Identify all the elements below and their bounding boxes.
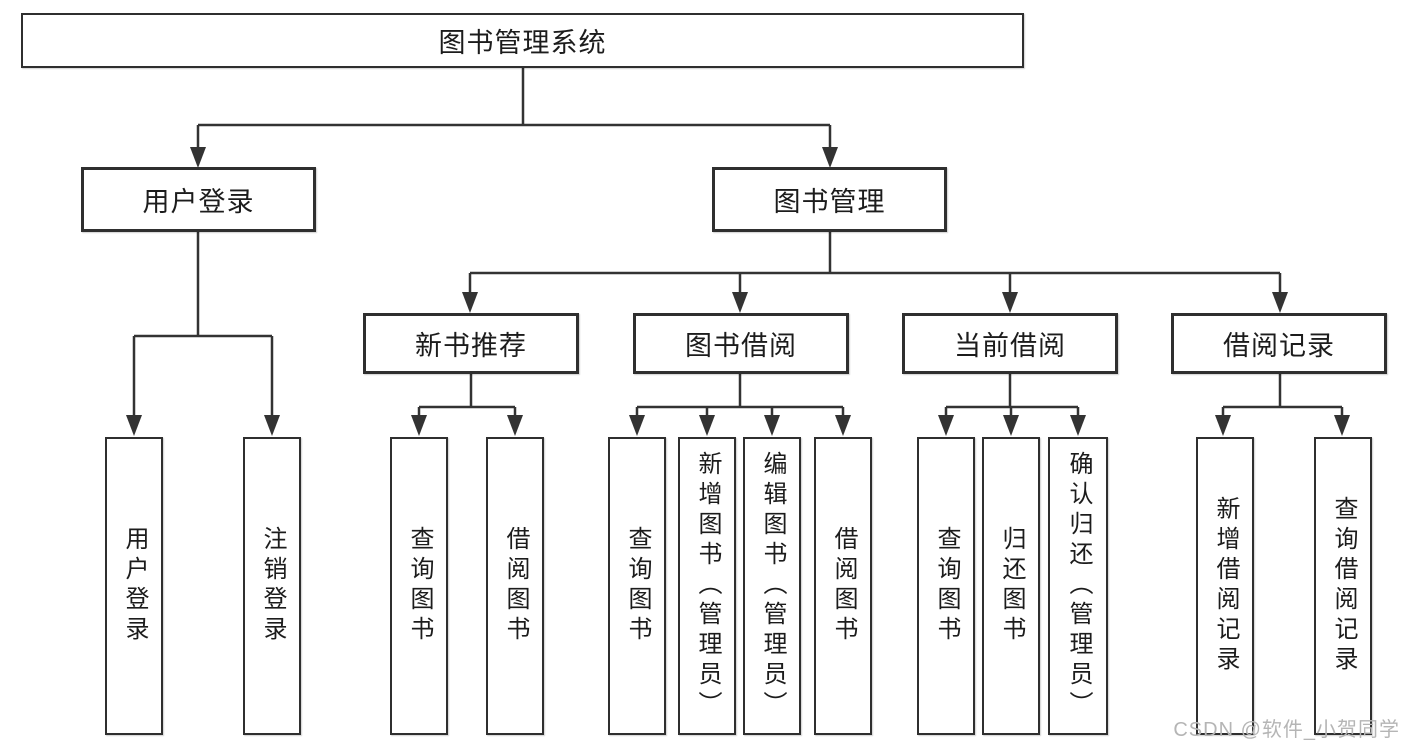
node-new-book-recommend-label: 新书推荐: [415, 331, 527, 361]
node-borrow-record: 借阅记录: [1171, 313, 1387, 374]
node-new-book-recommend: 新书推荐: [363, 313, 579, 374]
node-user-login: 用户登录: [81, 167, 316, 232]
leaf-query-borrow-record: 查询借阅记录: [1314, 437, 1372, 735]
node-book-management: 图书管理: [712, 167, 947, 232]
node-current-borrow: 当前借阅: [902, 313, 1118, 374]
node-book-management-label: 图书管理: [773, 187, 886, 217]
leaf-borrow-book-1: 借阅图书: [486, 437, 544, 735]
node-book-borrow-label: 图书借阅: [685, 331, 797, 361]
node-current-borrow-label: 当前借阅: [954, 331, 1066, 361]
leaf-add-borrow-record: 新增借阅记录: [1196, 437, 1254, 735]
node-book-borrow: 图书借阅: [633, 313, 849, 374]
leaf-user-login: 用户登录: [105, 437, 163, 735]
leaf-borrow-book-2: 借阅图书: [814, 437, 872, 735]
leaf-add-book-admin: 新增图书（管理员）: [678, 437, 736, 735]
node-root: 图书管理系统: [21, 13, 1024, 68]
leaf-return-book: 归还图书: [982, 437, 1040, 735]
watermark: CSDN @软件_小贺同学: [1173, 719, 1400, 741]
leaf-confirm-return-admin: 确认归还（管理员）: [1048, 437, 1108, 735]
leaf-query-book-2: 查询图书: [608, 437, 666, 735]
node-user-login-label: 用户登录: [142, 187, 255, 217]
leaf-query-book-1: 查询图书: [390, 437, 448, 735]
arrowhead-icons: [126, 147, 1350, 436]
leaf-query-book-3: 查询图书: [917, 437, 975, 735]
leaf-logout: 注销登录: [243, 437, 301, 735]
node-borrow-record-label: 借阅记录: [1223, 331, 1335, 361]
leaf-edit-book-admin: 编辑图书（管理员）: [743, 437, 801, 735]
node-root-label: 图书管理系统: [438, 28, 607, 58]
